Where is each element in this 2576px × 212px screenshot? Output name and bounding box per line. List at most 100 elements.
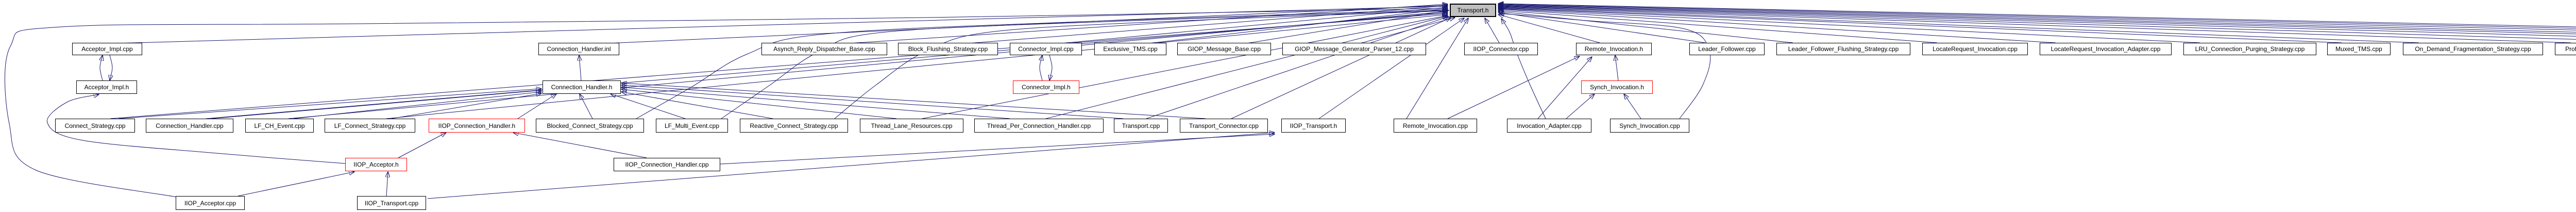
node-leader-follower-cpp[interactable]: Leader_Follower.cpp [1689,43,1765,55]
edge-locaterequest-invocation-cpp-to-transport-h [1498,10,1938,43]
edge-remote-invocation-cpp-to-remote-invocation-h [1447,56,1580,119]
edge-acceptor-impl-cpp-to-acceptor-impl-h [110,55,112,80]
node-connect-strategy-cpp[interactable]: Connect_Strategy.cpp [55,119,135,133]
edge-synch-invocation-cpp-to-transport-h [1499,13,1711,119]
node-giop-message-generator-parser-12-cpp[interactable]: GIOP_Message_Generator_Parser_12.cpp [1282,43,1426,55]
edge-remote-invocation-cpp-to-transport-h [1406,18,1468,119]
edge-iiop-transport-h-to-transport-h [1318,18,1464,119]
node-acceptor-impl-h[interactable]: Acceptor_Impl.h [76,80,137,94]
node-lf-connect-strategy-cpp[interactable]: LF_Connect_Strategy.cpp [325,119,415,133]
node-transport-connector-cpp[interactable]: Transport_Connector.cpp [1180,119,1268,133]
node-reactive-connect-strategy-cpp[interactable]: Reactive_Connect_Strategy.cpp [740,119,848,133]
edge-iiop-connection-handler-cpp-to-iiop-connection-handler-h [513,133,647,158]
edge-connection-handler-cpp-to-transport-h [206,12,1448,119]
edge-leader-follower-flushing-strategy-cpp-to-transport-h [1498,11,1793,43]
edge-reactive-connect-strategy-cpp-to-connection-handler-h [621,92,773,119]
edge-iiop-connector-cpp-to-transport-h [1485,18,1500,43]
node-connection-handler-inl[interactable]: Connection_Handler.inl [538,43,619,55]
node-invocation-adapter-cpp[interactable]: Invocation_Adapter.cpp [1507,119,1591,133]
edge-acceptor-impl-cpp-to-transport-h [116,6,1448,44]
node-connector-impl-h[interactable]: Connector_Impl.h [1013,80,1079,94]
node-remote-invocation-h[interactable]: Remote_Invocation.h [1576,43,1652,55]
edge-iiop-transport-cpp-to-iiop-acceptor-h [386,172,388,197]
edge-lf-ch-event-cpp-to-transport-h [288,11,1448,119]
edge-wait-on-read-cpp-to-transport-h [1498,4,2576,27]
edge-iiop-acceptor-h-to-acceptor-impl-h [46,94,346,164]
node-connection-handler-h[interactable]: Connection_Handler.h [543,80,621,94]
edge-synch-invocation-h-to-remote-invocation-h [1615,55,1619,81]
edge-blocked-connect-strategy-cpp-to-transport-h [636,9,1448,119]
node-acceptor-impl-cpp[interactable]: Acceptor_Impl.cpp [72,43,142,55]
edge-synch-invocation-cpp-to-synch-invocation-h [1624,94,1641,119]
edge-lf-multi-event-cpp-to-transport-h [721,10,1448,119]
edge-connector-impl-cpp-to-connector-impl-h [1049,55,1052,80]
edge-wait-on-leader-follower-cpp-to-transport-h [1498,5,2576,32]
node-lru-connection-purging-strategy-cpp[interactable]: LRU_Connection_Purging_Strategy.cpp [2183,43,2316,55]
edge-reactive-flushing-strategy-cpp-to-transport-h [1498,7,2576,40]
node-transport-cpp[interactable]: Transport.cpp [1114,119,1168,133]
node-connection-handler-cpp[interactable]: Connection_Handler.cpp [146,119,233,133]
node-iiop-transport-cpp[interactable]: IIOP_Transport.cpp [357,196,426,210]
edge-iiop-acceptor-h-to-iiop-connection-handler-h [398,133,446,158]
edge-reactive-connect-strategy-cpp-to-transport-h [834,11,1448,119]
edge-tao-server-request-cpp-to-transport-h [1498,6,2576,37]
edge-iiop-acceptor-cpp-to-iiop-acceptor-h [238,172,354,197]
edge-connection-handler-h-to-connection-handler-inl [579,55,581,81]
edge-giop-message-base-cpp-to-transport-h [1246,10,1449,44]
edge-acceptor-impl-h-to-acceptor-impl-cpp [100,55,103,81]
node-thread-per-connection-handler-cpp[interactable]: Thread_Per_Connection_Handler.cpp [974,119,1104,133]
node-connector-impl-cpp[interactable]: Connector_Impl.cpp [1010,43,1082,55]
node-lf-multi-event-cpp[interactable]: LF_Multi_Event.cpp [656,119,728,133]
edge-lf-connect-strategy-cpp-to-connection-handler-h [391,93,541,119]
edge-muxed-tms-cpp-to-transport-h [1498,8,2342,43]
node-transport-h[interactable]: Transport.h [1450,4,1496,17]
edge-connector-impl-h-to-connector-impl-cpp [1040,55,1042,81]
node-blocked-connect-strategy-cpp[interactable]: Blocked_Connect_Strategy.cpp [536,119,644,133]
edge-invocation-adapter-cpp-to-transport-h [1501,19,1546,119]
edge-transport-cpp-to-connection-handler-h [621,85,1124,119]
node-profile-transport-resolver-cpp[interactable]: Profile_Transport_Resolver.cpp [2555,43,2576,55]
edge-lru-connection-purging-strategy-cpp-to-transport-h [1498,9,2200,43]
edge-transport-timer-cpp-to-transport-h [1498,6,2576,35]
edge-remote-invocation-h-to-transport-h [1498,14,1600,43]
edge-profile-transport-resolver-cpp-to-transport-h [1498,7,2571,43]
node-block-flushing-strategy-cpp[interactable]: Block_Flushing_Strategy.cpp [898,43,998,55]
edge-connection-handler-cpp-to-connection-handler-h [211,90,541,119]
node-giop-message-base-cpp[interactable]: GIOP_Message_Base.cpp [1177,43,1271,55]
edge-block-flushing-strategy-cpp-to-transport-h [968,6,1448,44]
edge-transport-connector-cpp-to-transport-h [1231,18,1451,119]
node-locaterequest-invocation-cpp[interactable]: LocateRequest_Invocation.cpp [1922,43,2028,55]
node-locaterequest-invocation-adapter-cpp[interactable]: LocateRequest_Invocation_Adapter.cpp [2040,43,2172,55]
node-iiop-transport-h[interactable]: IIOP_Transport.h [1281,119,1346,133]
node-iiop-acceptor-h[interactable]: IIOP_Acceptor.h [345,158,407,171]
edge-blocked-connect-strategy-cpp-to-connection-handler-h [580,94,593,119]
edge-thread-per-connection-handler-cpp-to-connection-handler-h [621,87,1010,119]
node-iiop-connector-cpp[interactable]: IIOP_Connector.cpp [1464,43,1538,55]
edge-lf-ch-event-cpp-to-connection-handler-h [293,92,541,119]
node-synch-invocation-cpp[interactable]: Synch_Invocation.cpp [1610,119,1689,133]
node-iiop-connection-handler-h[interactable]: IIOP_Connection_Handler.h [429,119,525,133]
node-leader-follower-flushing-strategy-cpp[interactable]: Leader_Follower_Flushing_Strategy.cpp [1776,43,1910,55]
node-synch-invocation-h[interactable]: Synch_Invocation.h [1581,80,1653,94]
node-on-demand-fragmentation-strategy-cpp[interactable]: On_Demand_Fragmentation_Strategy.cpp [2403,43,2543,55]
edge-iiop-transport-cpp-to-iiop-transport-h [427,133,1275,199]
node-thread-lane-resources-cpp[interactable]: Thread_Lane_Resources.cpp [860,119,963,133]
edge-transport-cpp-to-transport-h [1146,17,1449,119]
node-muxed-tms-cpp[interactable]: Muxed_TMS.cpp [2327,43,2391,55]
edge-locaterequest-invocation-adapter-cpp-to-transport-h [1498,9,2056,43]
edge-wait-on-reactor-cpp-to-transport-h [1498,4,2576,29]
edge-iiop-acceptor-cpp-to-transport-h [4,8,1448,198]
node-iiop-acceptor-cpp[interactable]: IIOP_Acceptor.cpp [176,196,245,210]
node-exclusive-tms-cpp[interactable]: Exclusive_TMS.cpp [1094,43,1166,55]
edge-on-demand-fragmentation-strategy-cpp-to-transport-h [1498,8,2419,43]
node-lf-ch-event-cpp[interactable]: LF_CH_Event.cpp [245,119,314,133]
edge-transport-connector-cpp-to-connection-handler-h [621,83,1206,119]
edge-connector-impl-cpp-to-transport-h [1061,7,1448,44]
node-iiop-connection-handler-cpp[interactable]: IIOP_Connection_Handler.cpp [614,158,720,171]
edge-wait-on-lf-no-upcall-cpp-to-transport-h [1498,5,2576,30]
edge-connect-strategy-cpp-to-transport-h [110,13,1448,119]
node-asynch-reply-dispatcher-base-cpp[interactable]: Asynch_Reply_Dispatcher_Base.cpp [761,43,887,55]
node-remote-invocation-cpp[interactable]: Remote_Invocation.cpp [1394,119,1477,133]
